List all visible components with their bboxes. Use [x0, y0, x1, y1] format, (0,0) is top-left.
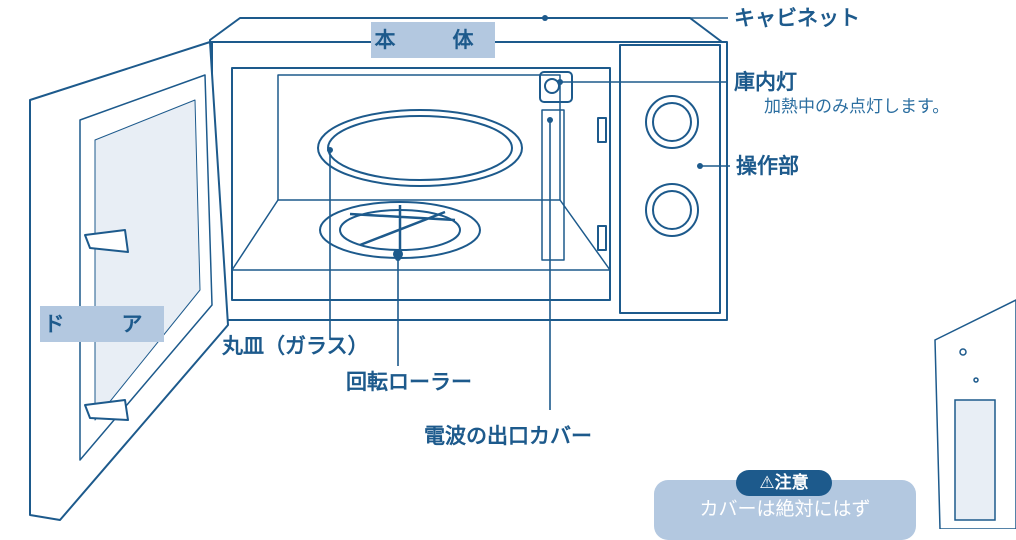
- plate-shape: [317, 109, 523, 187]
- controls-label: 操作部: [736, 154, 799, 178]
- lamp-label: 庫内灯: [734, 70, 797, 94]
- microwave-diagram: [29, 15, 1016, 529]
- door-window: [79, 74, 213, 461]
- wave-cover-shape: [541, 109, 565, 261]
- knob-bottom: [645, 183, 699, 237]
- caution-text: カバーは絶対にはず: [699, 498, 871, 520]
- caution-title: ⚠注意: [736, 470, 832, 496]
- wave-cover-label: 電波の出口カバー: [424, 424, 592, 448]
- knob-top: [645, 95, 699, 149]
- second-appliance-edge: [934, 299, 1016, 529]
- cavity-floor: [231, 199, 611, 271]
- cavity-outer: [231, 67, 611, 301]
- cabinet-label: キャビネット: [734, 6, 860, 30]
- lamp-note: 加熱中のみ点灯します。: [764, 97, 950, 117]
- plate-label: 丸皿（ガラス）: [222, 334, 369, 358]
- control-panel: [619, 44, 721, 314]
- roller-label: 回転ローラー: [346, 370, 472, 394]
- lamp: [539, 71, 573, 103]
- door-tag: ド ア: [40, 306, 164, 342]
- body-tag: 本 体: [371, 22, 495, 58]
